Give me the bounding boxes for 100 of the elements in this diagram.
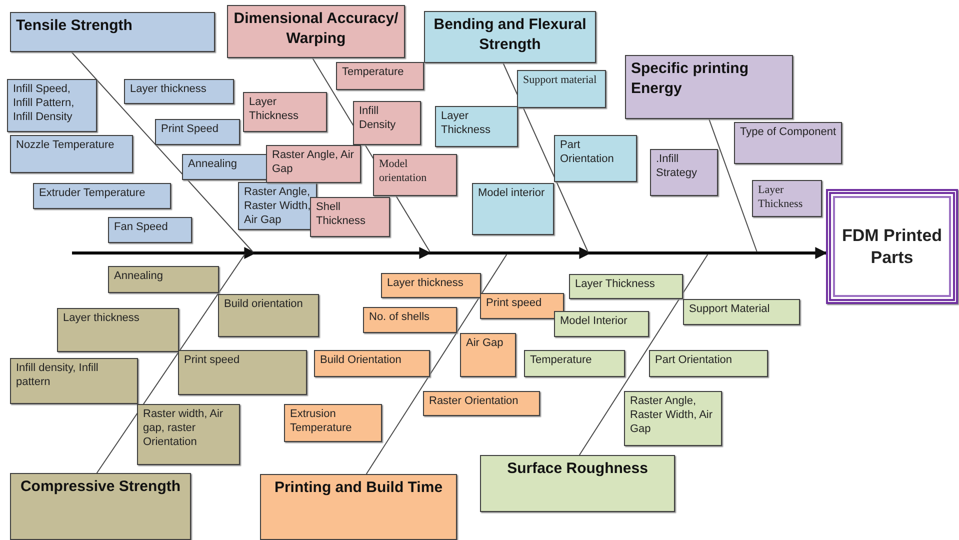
cause-label: Raster Orientation [429,395,520,409]
cause-box [238,182,317,230]
cause-label: Print speed [184,354,241,368]
cause-label: Layer Thickness [249,96,300,124]
cause-box [624,391,722,446]
cause-box [57,308,179,352]
cause-label: Layer thickness [63,312,140,326]
category-label: Tensile Strength [16,16,134,36]
cause-box [155,119,240,145]
category-box [227,5,405,58]
cause-box [460,333,516,377]
category-label: Specific printing Energy [631,59,750,100]
cause-box [649,350,768,377]
cause-label: Air Gap [466,337,504,351]
cause-box [435,106,518,147]
cause-box [363,307,457,333]
cause-box [524,350,625,377]
cause-label: Print speed [486,297,543,311]
cause-label: Print Speed [161,123,220,137]
category-label: Surface Roughness [506,459,649,479]
cause-box [108,217,192,243]
cause-box [423,391,540,416]
cause-label: Infill Density [359,105,397,132]
bone-line [502,62,588,252]
cause-label: Model interior [478,187,546,201]
effect-box [826,189,958,304]
cause-box [10,135,133,173]
category-box [10,473,191,540]
bone-line [71,52,254,252]
cause-box [752,180,822,217]
cause-label: Raster width, Air gap, raster Orientation [143,408,224,450]
cause-box [569,274,683,299]
category-label: Bending and Flexural Strength [432,15,588,56]
cause-box [284,404,382,442]
cause-box [266,145,361,183]
category-box [424,11,596,63]
cause-label: Shell Thickness [316,201,367,228]
cause-box [734,122,842,164]
cause-label: Part Orientation [655,354,734,368]
cause-label: Model Interior [560,315,628,329]
cause-box [33,183,171,209]
cause-label: Extrusion Temperature [290,408,353,436]
cause-box [353,101,421,145]
cause-box [218,294,319,337]
cause-label: Build Orientation [320,354,402,368]
cause-label: Layer Thickness [758,184,804,212]
cause-box [517,70,606,108]
cause-label: Layer Thickness [575,278,656,292]
category-box [10,12,215,52]
category-box [480,455,675,512]
cause-label: Annealing [114,270,164,284]
cause-label: Raster Angle, Air Gap [272,149,355,176]
cause-label: No. of shells [369,311,431,325]
cause-label: Infill density, Infill pattern [16,362,100,390]
bone-line [578,254,708,456]
cause-box [314,350,430,377]
cause-label: Support Material [689,303,771,317]
cause-label: Raster Angle, Raster Width, Air Gap [630,395,714,436]
cause-label: Fan Speed [114,221,169,235]
cause-box [336,62,424,90]
cause-box [124,79,234,104]
cause-box [381,273,481,298]
cause-label: .Infill Strategy [656,153,698,180]
cause-label: Temperature [530,354,593,368]
cause-box [137,404,240,465]
cause-box [10,358,138,404]
cause-box [373,154,457,196]
cause-box [182,154,267,180]
cause-box [243,92,327,132]
cause-label: Raster Angle, Raster Width, Air Gap [244,186,311,228]
category-label: Dimensional Accuracy/ Warping [233,9,399,50]
cause-label: Infill Speed, Infill Pattern, Infill Density [13,83,76,124]
cause-box [683,299,800,325]
bone-line [708,118,758,252]
cause-label: Extruder Temperature [39,187,146,201]
category-label: Printing and Build Time [273,478,444,498]
bone-line [366,254,508,474]
bone-line [96,254,246,474]
cause-box [650,149,718,196]
category-box [625,55,793,119]
cause-box [178,350,307,395]
category-box [260,474,457,540]
cause-label: Model orientation [379,158,428,186]
cause-box [310,197,390,237]
cause-box [554,135,637,182]
cause-box [472,183,554,235]
cause-label: Type of Component [740,126,836,140]
cause-label: Build orientation [224,298,304,312]
cause-label: Temperature [342,66,405,80]
cause-label: Nozzle Temperature [16,139,116,153]
cause-label: Layer thickness [130,83,208,97]
cause-label: Support material [523,74,598,88]
spine-arrow [72,247,826,259]
category-label: Compressive Strength [19,477,182,497]
effect-label: FDM Printed Parts [840,225,944,268]
cause-label: Part Orientation [560,139,615,166]
cause-label: Layer Thickness [441,110,492,138]
cause-box [108,266,219,293]
cause-box [554,311,649,337]
cause-label: Annealing [188,158,238,172]
